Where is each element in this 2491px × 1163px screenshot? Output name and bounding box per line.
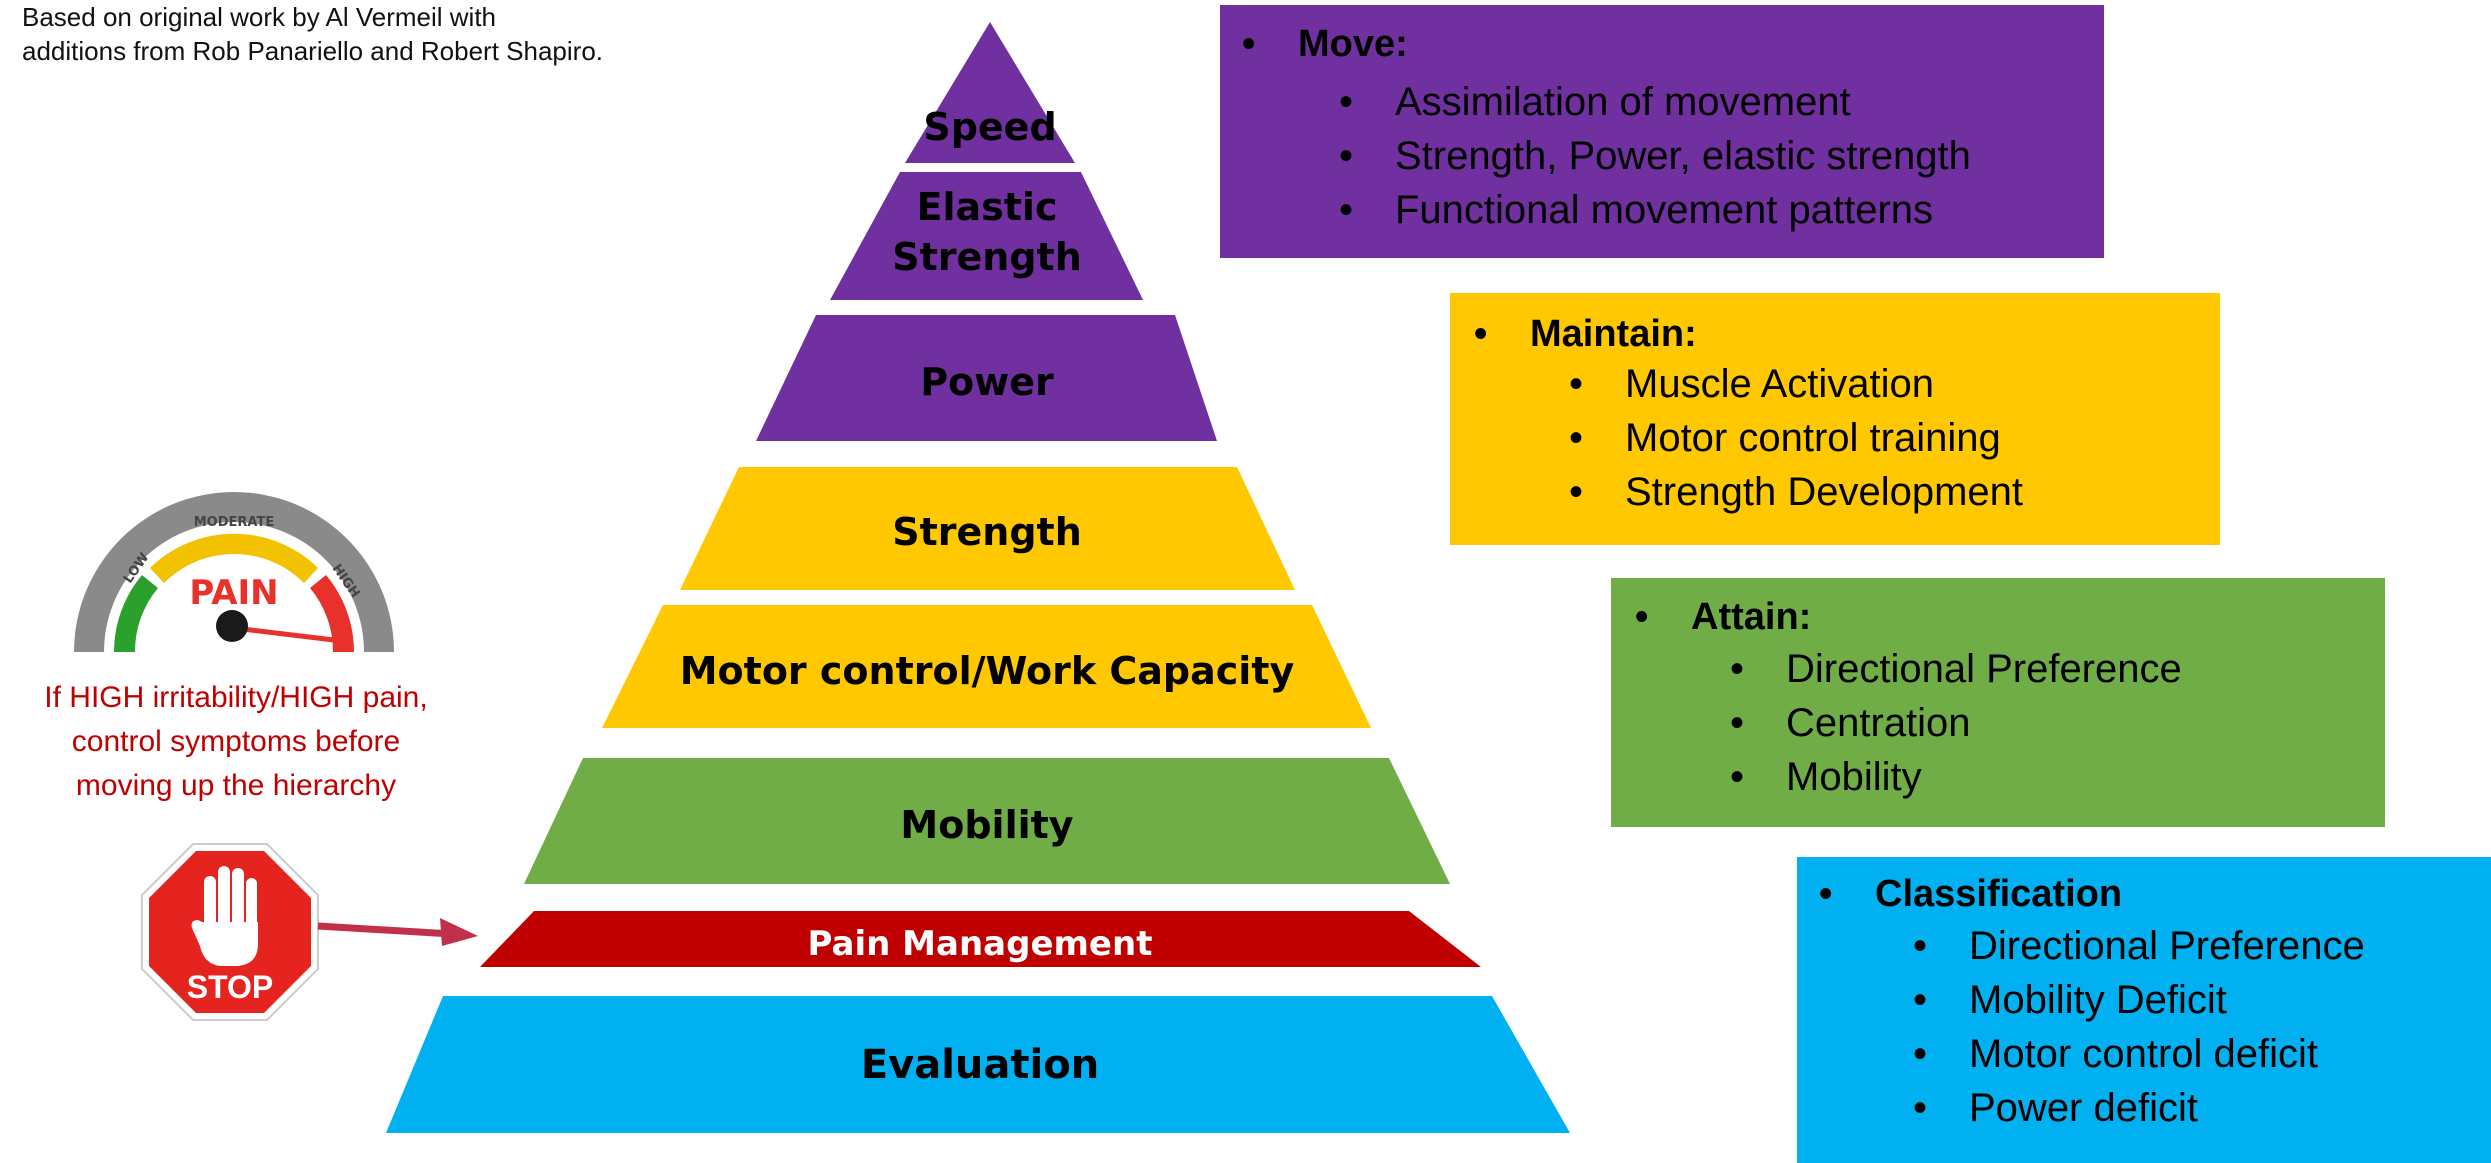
tier-motor-control-label: Motor control/Work Capacity [680, 649, 1295, 693]
gauge-high-arc [310, 575, 354, 652]
bullet: • [1569, 416, 1584, 460]
arrow-head [440, 918, 478, 946]
gauge-needle [231, 625, 337, 643]
bullet: • [1569, 362, 1584, 406]
gauge-moderate-arc [150, 533, 318, 583]
move-item: • Assimilation of movement [1339, 73, 2279, 131]
attain-item: • Mobility [1730, 748, 2491, 806]
bullet: • [1730, 755, 1745, 799]
tier-motor-control-shape [602, 605, 1371, 728]
attain-box: • Attain: • Directional Preference • Cen… [1611, 578, 2385, 827]
bullet: • [1242, 23, 1256, 65]
move-item: • Functional movement patterns [1339, 181, 2279, 239]
maintain-box: • Maintain: • Muscle Activation • Motor … [1450, 293, 2220, 545]
classification-item: • Motor control deficit [1913, 1025, 2491, 1083]
tier-elastic-strength-label-2: Strength [892, 235, 1082, 279]
hierarchy-pyramid: Speed Elastic Strength Power Strength Mo… [386, 22, 1570, 1133]
tier-power-label: Power [920, 360, 1054, 404]
tier-strength-label: Strength [892, 510, 1082, 554]
bullet: • [1913, 1032, 1928, 1076]
tier-evaluation-shape [386, 996, 1570, 1133]
tier-pain-management-label: Pain Management [808, 924, 1153, 964]
tier-elastic-strength-label-1: Elastic [917, 185, 1058, 229]
attain-item: • Directional Preference [1730, 640, 2491, 698]
bullet: • [1913, 1086, 1928, 1130]
maintain-heading: Maintain: [1530, 313, 1697, 355]
classification-item: • Directional Preference [1913, 917, 2491, 975]
move-heading: Move: [1298, 23, 1408, 65]
bullet: • [1913, 924, 1928, 968]
warning-line-3: moving up the hierarchy [75, 769, 397, 802]
maintain-item: • Muscle Activation [1569, 355, 2395, 413]
arrow-shaft [317, 922, 453, 938]
bullet: • [1569, 470, 1584, 514]
tier-speed-label: Speed [923, 105, 1056, 149]
gauge-title: PAIN [189, 573, 278, 613]
hand-icon [191, 866, 258, 966]
gauge-hub [216, 610, 248, 642]
warning-text: If HIGH irritability/HIGH pain, control … [0, 676, 472, 808]
tier-mobility-label: Mobility [900, 803, 1073, 847]
tier-evaluation-label: Evaluation [861, 1042, 1099, 1088]
tier-power-shape [756, 315, 1217, 441]
bullet: • [1913, 978, 1928, 1022]
stop-sign-icon: STOP [141, 843, 319, 1021]
move-item: • Strength, Power, elastic strength [1339, 127, 2279, 185]
attain-heading: Attain: [1691, 596, 1812, 638]
bullet: • [1339, 80, 1354, 124]
classification-heading: Classification [1875, 873, 2123, 915]
warning-line-2: control symptoms before [71, 725, 401, 758]
gauge-low-arc [114, 575, 158, 652]
bullet: • [1474, 313, 1488, 355]
maintain-item: • Motor control training [1569, 409, 2395, 467]
credit-line-1: Based on original work by Al Vermeil wit… [22, 2, 497, 32]
arrow-right-icon [317, 918, 478, 946]
classification-item: • Mobility Deficit [1913, 971, 2491, 1029]
tier-mobility-shape [524, 758, 1450, 884]
tier-elastic-strength-shape [830, 172, 1143, 300]
bullet: • [1339, 134, 1354, 178]
move-box: • Move: • Assimilation of movement • Str… [1220, 5, 2104, 258]
credit-line-2: additions from Rob Panariello and Robert… [22, 36, 604, 66]
credit-text: Based on original work by Al Vermeil wit… [22, 0, 603, 68]
tier-strength-shape [680, 467, 1295, 590]
gauge-outer-rim [74, 492, 394, 652]
attain-item: • Centration [1730, 694, 2491, 752]
bullet: • [1730, 701, 1745, 745]
tier-pain-management-shape [480, 911, 1481, 967]
tier-speed-shape [905, 22, 1075, 163]
bullet: • [1635, 596, 1649, 638]
bullet: • [1730, 647, 1745, 691]
classification-box: • Classification • Directional Preferenc… [1797, 857, 2491, 1163]
warning-line-1: If HIGH irritability/HIGH pain, [44, 681, 428, 714]
gauge-moderate-label: MODERATE [194, 515, 274, 530]
maintain-item: • Strength Development [1569, 463, 2395, 521]
stop-sign-text: STOP [187, 969, 274, 1005]
classification-item: • Power deficit [1913, 1079, 2491, 1137]
bullet: • [1339, 188, 1354, 232]
pain-gauge-icon: LOW MODERATE HIGH PAIN [74, 492, 394, 652]
bullet: • [1819, 873, 1833, 915]
